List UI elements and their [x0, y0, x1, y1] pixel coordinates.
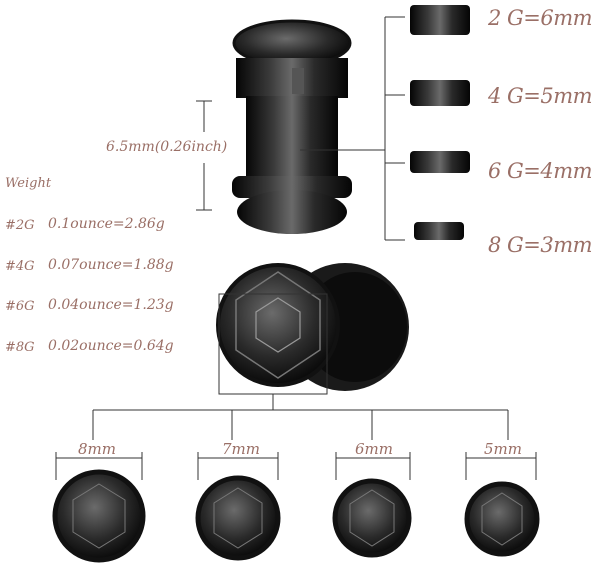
weight-gauge-4g: #4G — [5, 259, 35, 274]
weight-title: Weight — [5, 176, 52, 191]
gauge-label-6g: 6 G=4mm — [488, 159, 593, 183]
length-dimension — [196, 100, 212, 211]
gem-8mm — [52, 469, 146, 563]
weight-value-6g: 0.04ounce=1.23g — [48, 297, 174, 313]
weight-gauge-6g: #6G — [5, 299, 35, 314]
gem-size-5mm: 5mm — [484, 440, 522, 458]
gauge-bar-4g — [410, 80, 470, 106]
gem-size-7mm: 7mm — [222, 440, 260, 458]
gauge-label-2g: 2 G=6mm — [488, 6, 593, 30]
weight-value-4g: 0.07ounce=1.88g — [48, 257, 174, 273]
weight-gauge-2g: #2G — [5, 218, 35, 233]
gauge-bar-6g — [410, 151, 470, 173]
gem-size-6mm: 6mm — [355, 440, 393, 458]
weight-gauge-8g: #8G — [5, 340, 35, 355]
gem-7mm — [195, 475, 281, 561]
gem-5mm — [464, 481, 540, 557]
gauge-bracket — [300, 16, 405, 241]
weight-value-2g: 0.1ounce=2.86g — [48, 216, 165, 232]
gem-size-8mm: 8mm — [78, 440, 116, 458]
weight-value-8g: 0.02ounce=0.64g — [48, 338, 174, 354]
gauge-bar-2g — [410, 5, 470, 35]
length-label: 6.5mm(0.26inch) — [106, 139, 228, 155]
gauge-label-8g: 8 G=3mm — [488, 233, 593, 257]
plug-side-view — [232, 19, 352, 234]
gauge-bar-8g — [414, 222, 464, 240]
gauge-label-4g: 4 G=5mm — [488, 84, 593, 108]
plug-front-view — [216, 263, 409, 391]
gem-6mm — [332, 478, 412, 558]
size-tree — [55, 394, 537, 480]
